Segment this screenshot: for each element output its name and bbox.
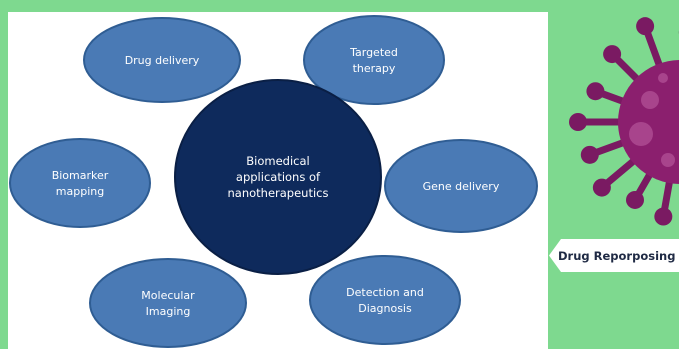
virus-spot — [658, 73, 668, 83]
center-node-label: nanotherapeutics — [228, 186, 329, 200]
node-gene-delivery — [384, 139, 538, 233]
node-label-targeted-therapy: Targeted — [349, 46, 398, 59]
node-drug-delivery — [83, 17, 241, 103]
center-node-label: Biomedical — [246, 154, 309, 168]
virus-spike-tip — [592, 178, 611, 197]
node-label-detection-diagnosis: Diagnosis — [358, 302, 412, 315]
virus-spike-tip — [580, 145, 599, 164]
node-label-detection-diagnosis: Detection and — [346, 286, 424, 299]
node-label-targeted-therapy: therapy — [353, 62, 396, 75]
center-node-label: applications of — [236, 170, 321, 184]
node-biomarker-mapping — [9, 138, 151, 228]
node-label-molecular-imaging: Imaging — [146, 305, 191, 318]
node-label-molecular-imaging: Molecular — [141, 289, 195, 302]
virus-spike-tip — [569, 113, 587, 131]
virus-icon — [569, 17, 679, 226]
node-label-biomarker-mapping: Biomarker — [52, 169, 109, 182]
node-label-biomarker-mapping: mapping — [56, 185, 104, 198]
node-label-gene-delivery: Gene delivery — [423, 180, 500, 193]
virus-spike-tip — [636, 17, 655, 36]
virus-spike-tip — [626, 190, 644, 209]
virus-spike-tip — [586, 82, 605, 101]
node-targeted-therapy — [303, 15, 445, 105]
virus-body — [618, 60, 679, 184]
virus-spot — [641, 91, 659, 109]
virus-spike-tip — [654, 207, 673, 226]
node-molecular-imaging — [89, 258, 247, 348]
virus-spot — [629, 122, 653, 146]
virus-spot — [661, 153, 675, 167]
tag-label: Drug Reporposing — [558, 248, 676, 263]
virus-spike-tip — [603, 45, 622, 64]
node-label-drug-delivery: Drug delivery — [125, 54, 200, 67]
drug-repurposing-tag: Drug Reporposing — [549, 239, 679, 272]
center-node — [174, 79, 382, 275]
node-detection-diagnosis — [309, 255, 461, 345]
